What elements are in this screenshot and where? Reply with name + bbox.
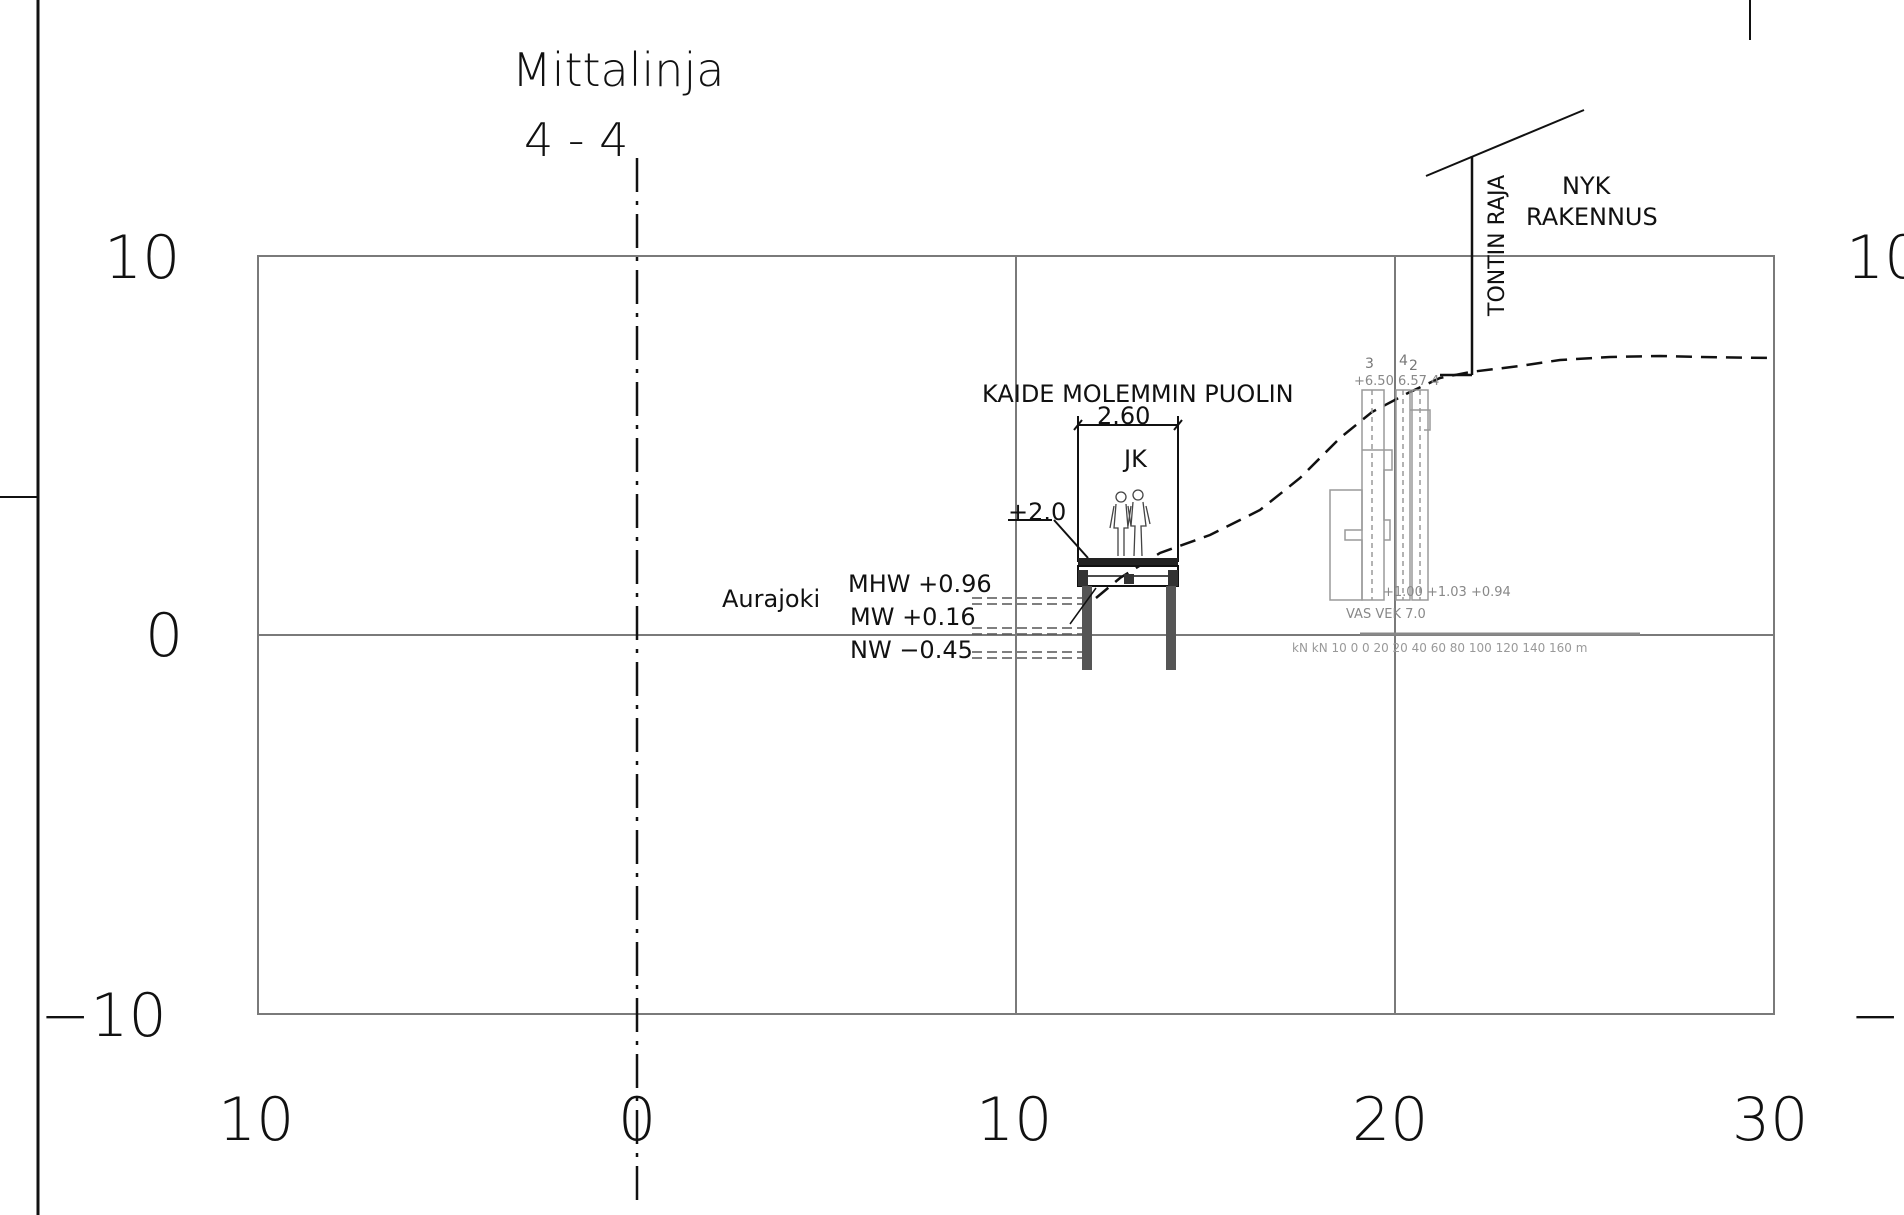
- existing-building-roof-line: [1425, 109, 1585, 177]
- probe-top-levels: +6.50 6.57 4: [1354, 374, 1439, 389]
- probe-id-4: 4: [1399, 353, 1408, 369]
- section-line-id: 4 - 4: [524, 113, 628, 167]
- people-scale-figures: [1109, 489, 1151, 557]
- x-axis-label-30: 30: [1732, 1085, 1808, 1155]
- y-axis-label-0-left: 0: [145, 601, 183, 671]
- abutment-slope: [1069, 587, 1097, 625]
- property-boundary-label: TONTIN RAJA: [1485, 175, 1510, 317]
- y-axis-label-minus1-right: −1: [1850, 981, 1904, 1051]
- probe-id-3: 3: [1365, 356, 1374, 372]
- probe-bottom-levels: +1.00 +1.03 +0.94: [1383, 585, 1511, 600]
- x-axis-label-20: 20: [1352, 1085, 1428, 1155]
- bridge-elevation-label: +2.0: [1008, 498, 1066, 526]
- bridge-pile-left: [1082, 586, 1092, 670]
- existing-building-label-line2: RAKENNUS: [1526, 203, 1658, 231]
- elevation-leader-diagonal: [1053, 519, 1089, 559]
- y-axis-label-10-right: 10: [1846, 223, 1904, 293]
- y-axis-label-minus10-left: −10: [40, 981, 167, 1051]
- section-title: Mittalinja: [512, 43, 724, 97]
- ground-profile-line: [1095, 354, 1775, 599]
- probe-id-2: 2: [1409, 358, 1418, 374]
- water-level-mw: MW +0.16: [850, 603, 976, 631]
- soil-probe-diagram: [1329, 389, 1431, 601]
- probe-method-labels: VAS VEK 7.0: [1346, 607, 1426, 622]
- bridge-type-label: JK: [1122, 445, 1148, 473]
- water-level-nw: NW −0.45: [850, 636, 973, 664]
- x-axis-label-10-left: 10: [218, 1085, 294, 1155]
- railing-note: KAIDE MOLEMMIN PUOLIN: [982, 380, 1294, 408]
- existing-building-label-line1: NYK: [1562, 172, 1612, 200]
- x-axis-label-0: 0: [618, 1085, 656, 1155]
- bridge-width-dimension: [1073, 416, 1183, 562]
- bridge-deck: [1077, 558, 1179, 587]
- y-axis-label-10-left: 10: [104, 223, 180, 293]
- bridge-width-value: 2.60: [1097, 402, 1150, 430]
- water-level-mhw: MHW +0.96: [848, 570, 992, 598]
- probe-scale-labels: kN kN 10 0 0 20 20 40 60 80 100 120 140 …: [1292, 641, 1587, 655]
- x-axis-label-10: 10: [976, 1085, 1052, 1155]
- river-name: Aurajoki: [722, 585, 820, 613]
- bridge-pile-right: [1166, 586, 1176, 670]
- water-level-lines: [972, 597, 1082, 659]
